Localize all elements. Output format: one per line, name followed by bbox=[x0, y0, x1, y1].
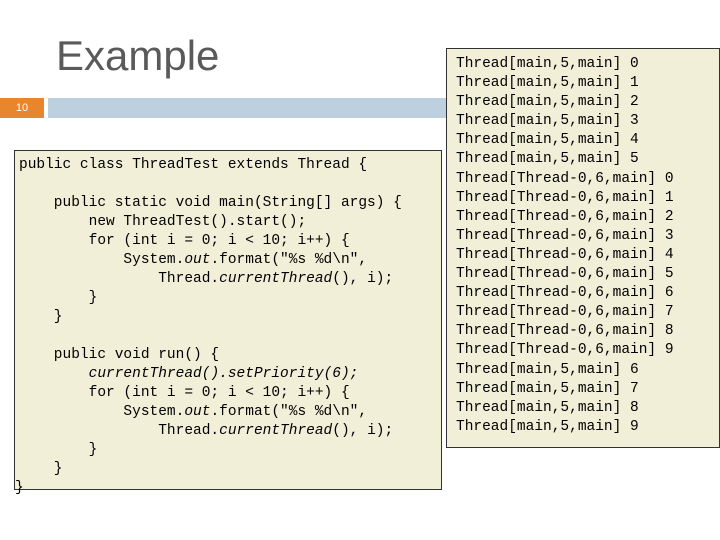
code-line: for (int i = 0; i < 10; i++) { bbox=[19, 233, 350, 249]
output-panel: Thread[main,5,main] 0 Thread[main,5,main]… bbox=[446, 48, 720, 448]
output-line: Thread[main,5,main] 6 bbox=[456, 361, 639, 378]
program-output: Thread[main,5,main] 0 Thread[main,5,main]… bbox=[456, 55, 674, 437]
code-line: } bbox=[19, 442, 98, 458]
code-line: Thread.currentThread(), i); bbox=[19, 271, 394, 287]
code-line: currentThread().setPriority(6); bbox=[88, 366, 359, 382]
code-line: } bbox=[19, 461, 63, 477]
code-line: public class ThreadTest extends Thread { bbox=[19, 157, 368, 173]
code-line: Thread.currentThread(), i); bbox=[19, 423, 394, 439]
code-panel: public class ThreadTest extends Thread {… bbox=[14, 150, 442, 496]
output-line: Thread[Thread-0,6,main] 8 bbox=[456, 323, 674, 340]
output-line: Thread[Thread-0,6,main] 1 bbox=[456, 189, 674, 206]
output-line: Thread[main,5,main] 5 bbox=[456, 151, 639, 168]
output-line: Thread[main,5,main] 1 bbox=[456, 75, 639, 92]
output-line: Thread[main,5,main] 3 bbox=[456, 113, 639, 130]
output-line: Thread[Thread-0,6,main] 3 bbox=[456, 227, 674, 244]
slide-number-badge: 10 bbox=[0, 98, 44, 118]
output-line: Thread[Thread-0,6,main] 9 bbox=[456, 342, 674, 359]
output-line: Thread[Thread-0,6,main] 0 bbox=[456, 170, 674, 187]
output-line: Thread[Thread-0,6,main] 2 bbox=[456, 208, 674, 225]
output-line: Thread[main,5,main] 8 bbox=[456, 399, 639, 416]
code-line: public static void main(String[] args) { bbox=[19, 195, 402, 211]
header-divider-bar bbox=[48, 98, 446, 118]
output-line: Thread[main,5,main] 7 bbox=[456, 380, 639, 397]
output-line: Thread[Thread-0,6,main] 7 bbox=[456, 304, 674, 321]
code-line: new ThreadTest().start(); bbox=[19, 214, 307, 230]
code-line: public void run() { bbox=[19, 347, 220, 363]
output-line: Thread[main,5,main] 0 bbox=[456, 56, 639, 72]
slide-title: Example bbox=[56, 32, 220, 79]
code-line: System.out.format("%s %d\n", bbox=[19, 404, 368, 420]
output-line: Thread[main,5,main] 9 bbox=[456, 418, 639, 435]
output-line: Thread[main,5,main] 2 bbox=[456, 94, 639, 111]
code-line: } bbox=[15, 480, 24, 496]
code-line: for (int i = 0; i < 10; i++) { bbox=[19, 385, 350, 401]
output-line: Thread[main,5,main] 4 bbox=[456, 132, 639, 149]
code-line: } bbox=[19, 309, 63, 325]
output-line: Thread[Thread-0,6,main] 5 bbox=[456, 266, 674, 283]
code-line: System.out.format("%s %d\n", bbox=[19, 252, 368, 268]
output-line: Thread[Thread-0,6,main] 4 bbox=[456, 246, 674, 263]
output-line: Thread[Thread-0,6,main] 6 bbox=[456, 285, 674, 302]
code-line: } bbox=[19, 290, 98, 306]
